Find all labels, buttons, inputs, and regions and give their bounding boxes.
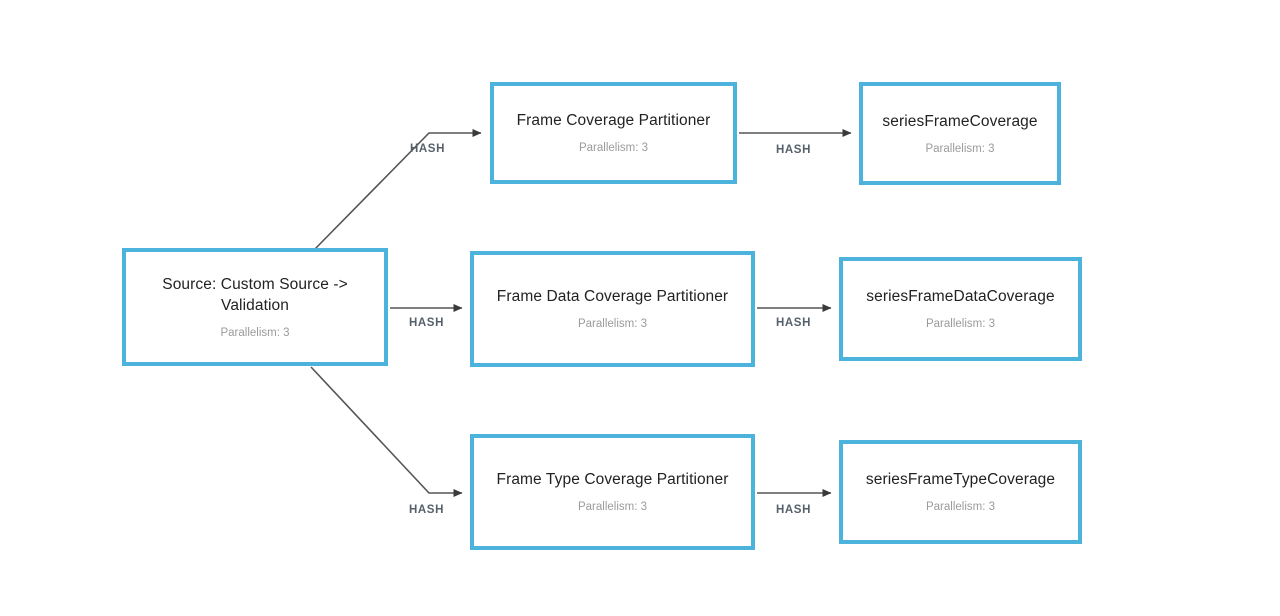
graph-node-title: seriesFrameDataCoverage <box>866 288 1055 305</box>
edge-label-source-to-frame-data-coverage-partitioner: HASH <box>409 317 444 329</box>
graph-node-frame-type-coverage-partitioner[interactable]: Frame Type Coverage Partitioner Parallel… <box>470 434 755 550</box>
edge-label-source-to-frame-coverage-partitioner: HASH <box>410 143 445 155</box>
graph-node-parallelism: Parallelism: 3 <box>925 501 996 513</box>
graph-node-parallelism: Parallelism: 3 <box>578 142 649 154</box>
graph-node-title: Frame Data Coverage Partitioner <box>496 288 729 305</box>
edge-source-to-frame-coverage-partitioner <box>313 129 482 251</box>
graph-node-frame-data-coverage-partitioner[interactable]: Frame Data Coverage Partitioner Parallel… <box>470 251 755 367</box>
graph-node-frame-coverage-partitioner[interactable]: Frame Coverage Partitioner Parallelism: … <box>490 82 737 184</box>
edge-label-frame-coverage-partitioner-to-series-frame-coverage: HASH <box>776 144 811 156</box>
graph-node-series-frame-data-coverage[interactable]: seriesFrameDataCoverage Parallelism: 3 <box>839 257 1082 361</box>
edge-label-frame-data-coverage-partitioner-to-series-frame-data-coverage: HASH <box>776 317 811 329</box>
graph-node-series-frame-coverage[interactable]: seriesFrameCoverage Parallelism: 3 <box>859 82 1061 185</box>
graph-node-source[interactable]: Source: Custom Source -> Validation Para… <box>122 248 388 366</box>
graph-node-parallelism: Parallelism: 3 <box>925 318 996 330</box>
graph-node-title: Frame Type Coverage Partitioner <box>496 471 729 488</box>
edge-source-to-frame-type-coverage-partitioner <box>310 366 463 497</box>
graph-node-parallelism: Parallelism: 3 <box>577 318 648 330</box>
graph-node-parallelism: Parallelism: 3 <box>220 326 290 339</box>
graph-node-title: Frame Coverage Partitioner <box>516 112 711 129</box>
graph-node-title: seriesFrameCoverage <box>882 112 1038 130</box>
graph-node-parallelism: Parallelism: 3 <box>925 142 995 155</box>
graph-node-title: seriesFrameTypeCoverage <box>865 471 1056 488</box>
graph-node-parallelism: Parallelism: 3 <box>577 501 648 513</box>
graph-node-title: Source: Custom Source -> Validation <box>162 275 348 314</box>
graph-node-series-frame-type-coverage[interactable]: seriesFrameTypeCoverage Parallelism: 3 <box>839 440 1082 544</box>
edge-label-frame-type-coverage-partitioner-to-series-frame-type-coverage: HASH <box>776 504 811 516</box>
edge-label-source-to-frame-type-coverage-partitioner: HASH <box>409 504 444 516</box>
